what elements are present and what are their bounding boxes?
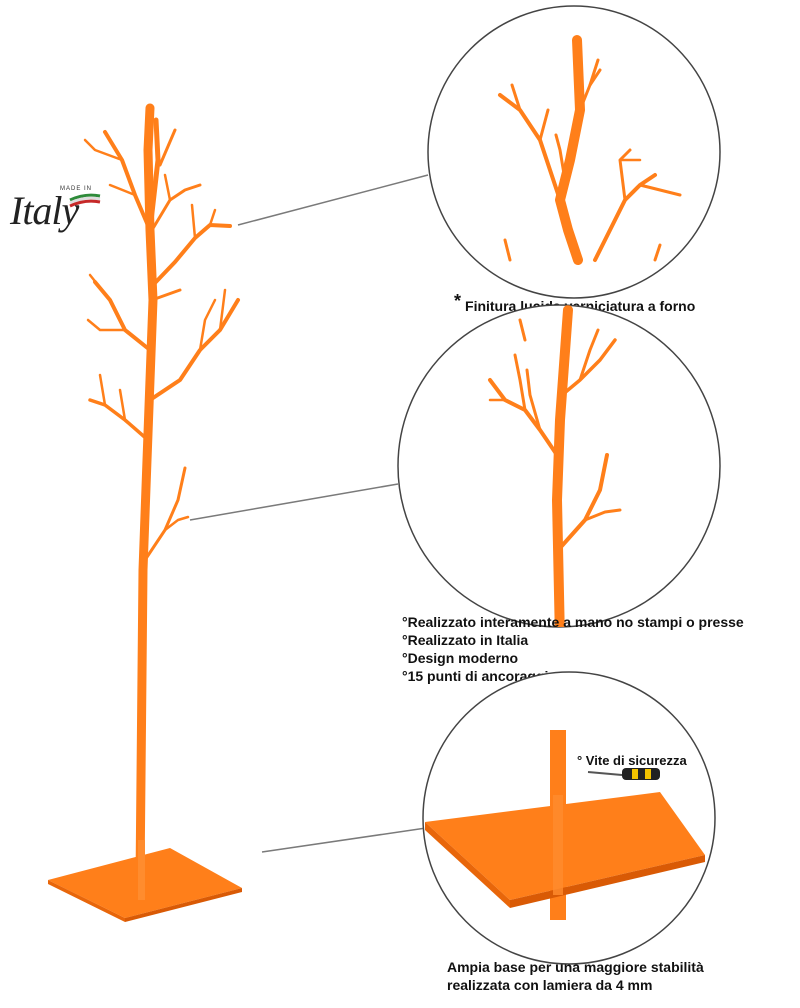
- feature-item: °Realizzato interamente a mano no stampi…: [402, 614, 744, 630]
- features-list: °Realizzato interamente a mano no stampi…: [402, 613, 744, 685]
- feature-item: °15 punti di ancoraggio: [402, 668, 557, 684]
- italy-script-text: Italy: [10, 188, 79, 233]
- base-line-2: realizzata con lamiera da 4 mm: [447, 977, 653, 993]
- made-in-label: MADE IN: [60, 186, 93, 192]
- feature-item: °Realizzato in Italia: [402, 632, 529, 648]
- feature-item: °Design moderno: [402, 650, 519, 666]
- base-annotation: Ampia base per una maggiore stabilità re…: [447, 958, 704, 994]
- screw-annotation: ° Vite di sicurezza: [577, 753, 687, 768]
- screwdriver-icon: [587, 768, 660, 780]
- base-line-1: Ampia base per una maggiore stabilità: [447, 959, 704, 975]
